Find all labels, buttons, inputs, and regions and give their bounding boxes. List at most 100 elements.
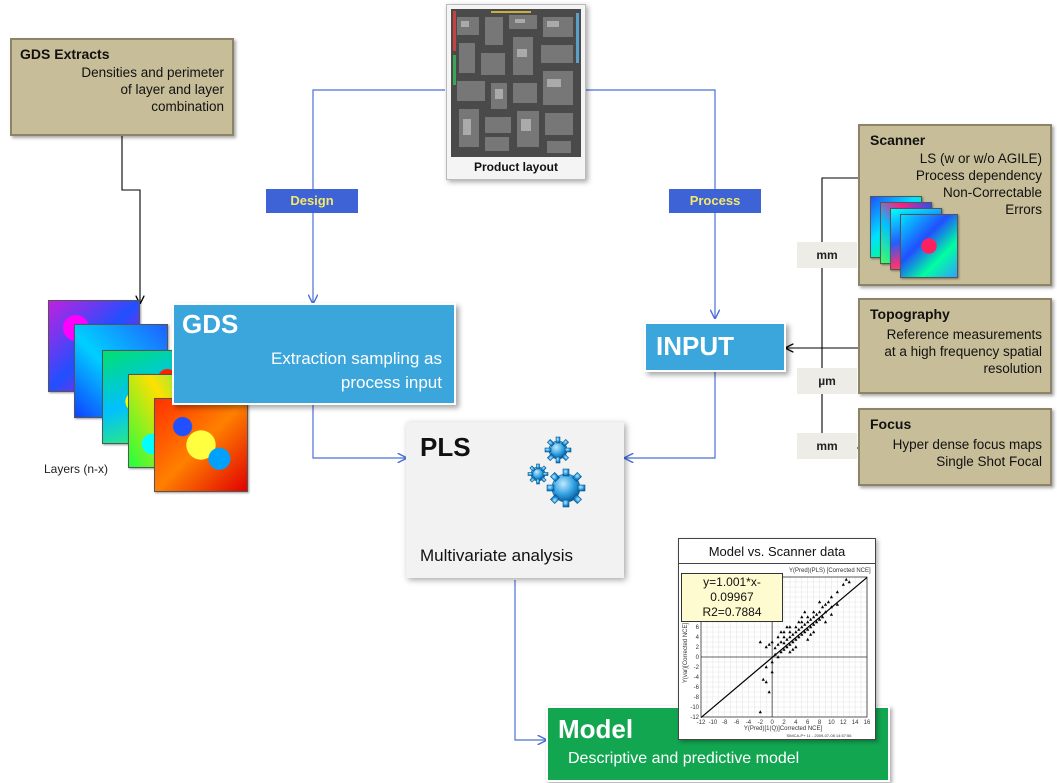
data-point	[812, 610, 816, 614]
data-point	[770, 660, 774, 664]
data-point	[820, 605, 825, 609]
plot-frame	[700, 576, 868, 718]
data-point	[817, 610, 822, 614]
topography-line: Reference measurements	[886, 327, 1042, 342]
focus-title: Focus	[870, 416, 912, 432]
data-point	[770, 670, 774, 674]
data-point	[785, 645, 789, 649]
gds-extracts-line: Densities and perimeter	[81, 65, 224, 80]
data-point	[794, 625, 798, 629]
data-point	[785, 625, 789, 629]
scanner-unit: mm	[797, 242, 857, 268]
scatter-xlabel: Y(Pred)[1(Q)]Corrected NCE]	[744, 726, 823, 732]
focus-unit: mm	[797, 433, 857, 459]
gds-extracts-text: Densities and perimeter of layer and lay…	[81, 64, 224, 115]
data-point	[823, 620, 828, 624]
input-title: INPUT	[656, 331, 734, 361]
x-tick-label: -2	[758, 720, 764, 726]
data-point	[758, 640, 762, 644]
model-subtitle: Descriptive and predictive model	[568, 750, 800, 767]
scatter-subtitle: Y(Pred)(PLS) [Corrected NCE]	[789, 568, 871, 574]
data-point	[761, 677, 765, 681]
x-tick-label: -12	[697, 720, 706, 726]
data-point	[791, 647, 795, 651]
chip-layout-image	[451, 9, 581, 157]
data-point	[809, 625, 813, 629]
process-connector	[585, 89, 715, 318]
y-tick-label: -10	[690, 705, 699, 711]
process-tag: Process	[669, 189, 761, 213]
topography-title: Topography	[870, 306, 950, 322]
data-point	[788, 650, 792, 654]
y-tick-label: -6	[694, 685, 700, 691]
data-point	[794, 637, 798, 641]
data-point	[803, 610, 807, 614]
data-point	[800, 620, 804, 624]
data-point	[794, 645, 798, 649]
scatter-title: Model vs. Scanner data	[679, 541, 875, 564]
y-tick-label: 2	[696, 645, 700, 651]
data-point	[770, 640, 774, 644]
data-point	[764, 665, 768, 669]
data-point	[803, 630, 807, 634]
data-point	[835, 590, 839, 594]
x-tick-label: -8	[722, 720, 728, 726]
product-layout-caption: Product layout	[473, 160, 558, 174]
data-point	[788, 642, 792, 646]
input-box: INPUT	[644, 322, 786, 372]
data-point	[835, 602, 839, 606]
x-tick-label: 4	[794, 720, 798, 726]
gds-extracts-line: combination	[151, 99, 224, 114]
data-point	[788, 630, 792, 634]
gds-extracts-title: GDS Extracts	[20, 46, 110, 62]
y-tick-label: -12	[690, 715, 699, 721]
data-point	[776, 642, 780, 646]
data-point	[767, 642, 771, 646]
data-point	[776, 635, 780, 639]
data-point	[841, 582, 845, 586]
data-point	[758, 710, 762, 714]
scanner-line: Errors	[1005, 202, 1042, 217]
data-point	[815, 612, 819, 616]
data-point	[829, 605, 834, 609]
equation-box: y=1.001*x-0.09967 R2=0.7884	[681, 573, 783, 622]
pls-subtitle: Multivariate analysis	[420, 546, 574, 565]
x-tick-label: 16	[864, 720, 871, 726]
data-point	[800, 625, 804, 629]
data-point	[806, 627, 810, 631]
scanner-line: LS (w or w/o AGILE)	[919, 151, 1042, 166]
y-tick-label: 0	[696, 655, 700, 661]
gds-subtitle: Extraction sampling as process input	[271, 347, 442, 395]
data-point	[779, 630, 783, 634]
gds-subtitle-line: process input	[340, 373, 442, 392]
x-tick-label: -10	[709, 720, 718, 726]
data-point	[791, 632, 795, 636]
data-point	[812, 622, 816, 626]
data-point	[788, 625, 792, 629]
data-point	[782, 641, 786, 645]
data-point	[847, 580, 851, 584]
x-tick-label: 6	[806, 720, 810, 726]
topography-unit: µm	[797, 368, 857, 394]
pls-title: PLS	[420, 432, 471, 462]
design-tag: Design	[266, 189, 358, 213]
x-tick-label: 2	[782, 720, 786, 726]
layers-label: Layers (n-x)	[44, 462, 109, 476]
data-point	[826, 600, 831, 604]
x-tick-label: 12	[840, 720, 847, 726]
scanner-map-4	[900, 214, 958, 278]
data-point	[829, 595, 834, 599]
gds-title: GDS	[182, 309, 239, 339]
data-point	[812, 630, 816, 634]
data-point	[779, 640, 783, 644]
gds-box: GDS Extraction sampling as process input	[172, 303, 456, 405]
y-tick-label: -8	[694, 695, 700, 701]
data-point	[785, 637, 789, 641]
topography-line: at a high frequency spatial	[884, 344, 1042, 359]
data-point	[773, 652, 777, 656]
data-point	[794, 630, 798, 634]
data-point	[812, 615, 816, 619]
right-input-bus	[821, 177, 858, 449]
data-point	[764, 645, 768, 649]
